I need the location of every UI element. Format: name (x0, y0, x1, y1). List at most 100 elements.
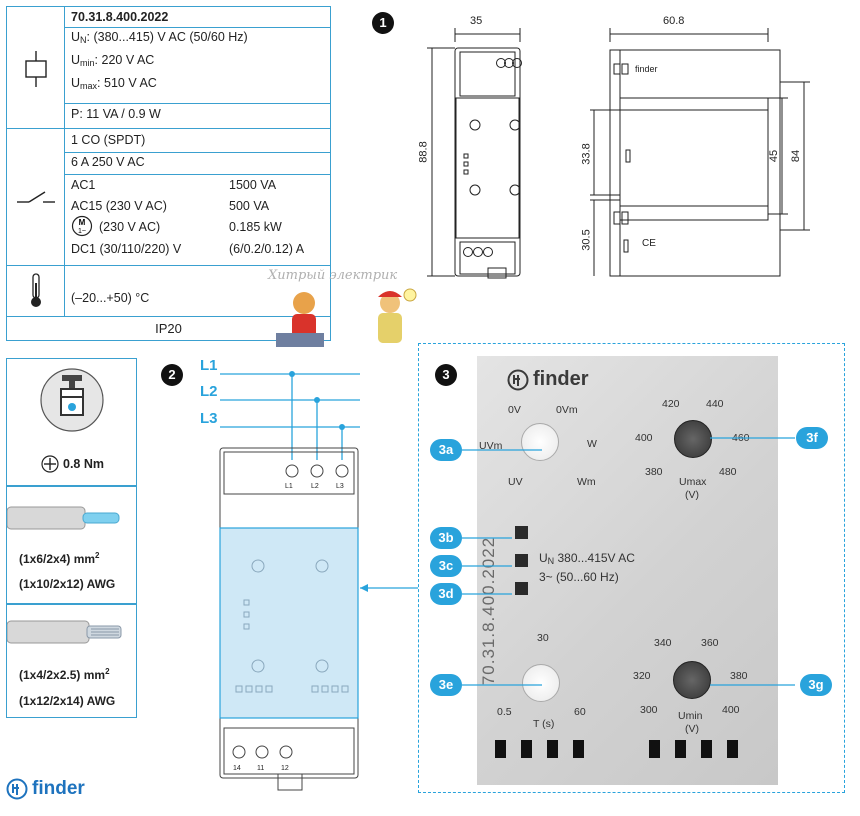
contact-icon-cell (7, 128, 65, 265)
contact-rating: 6 A 250 V AC (71, 155, 145, 169)
callout-3c: 3c (430, 555, 462, 577)
led-3d (515, 582, 528, 595)
stranded-wire-icon (7, 620, 122, 644)
photo-frequency: 3~ (50...60 Hz) (539, 570, 619, 584)
dial-f-440: 440 (706, 398, 724, 410)
callout-3f: 3f (796, 427, 828, 449)
badge-2: 2 (161, 364, 183, 386)
phase-l3-label: L3 (200, 410, 218, 427)
vent-slots-left (495, 740, 584, 758)
photo-logo-icon (507, 369, 529, 390)
callout-leaders (462, 437, 795, 686)
torque-value: 0.8 Nm (63, 457, 104, 471)
svg-text:1~: 1~ (78, 228, 86, 235)
wire1-awg: (1x10/2x12) AWG (19, 577, 116, 591)
screw-terminal-icon (40, 368, 104, 432)
dial-f-label: Umax (679, 476, 707, 488)
time-delay-dial[interactable] (522, 664, 560, 702)
temperature-range: (–20...+50) °C (71, 291, 150, 305)
dial-g-label: Umin (678, 710, 703, 722)
coil-icon-cell (7, 7, 65, 128)
cartoon-electricians-image (276, 288, 417, 347)
led-3b (515, 526, 528, 539)
callout-3e: 3e (430, 674, 462, 696)
wire2-awg: (1x12/2x14) AWG (19, 694, 116, 708)
wiring-diagram (219, 371, 418, 791)
badge-3: 3 (435, 364, 457, 386)
power-consumption: P: 11 VA / 0.9 W (71, 107, 161, 121)
ac1-value: 1500 VA (229, 178, 277, 192)
photo-rated-voltage: UN 380...415V AC (539, 551, 635, 566)
dial-g-400: 400 (722, 704, 740, 716)
phase-l1-label: L1 (200, 357, 218, 374)
terminal-l3: L3 (336, 483, 344, 490)
umax-dial[interactable] (674, 420, 712, 458)
torque-box: 0.8 Nm (6, 358, 137, 486)
dim-height-45: 45 (768, 149, 781, 163)
photo-panel-frame (418, 343, 845, 793)
wire1-mm: (1x6/2x4) mm2 (19, 551, 100, 566)
dial-a-wm: Wm (577, 476, 596, 488)
stranded-wire-box: (1x4/2x2.5) mm2 (1x12/2x14) AWG (6, 604, 137, 718)
dim-height-84: 84 (790, 149, 803, 163)
thermometer-icon-cell (7, 265, 65, 316)
solid-wire-icon (7, 506, 120, 530)
dial-a-uv: UV (508, 476, 523, 488)
dial-f-380: 380 (645, 466, 663, 478)
dial-g-320: 320 (633, 670, 651, 682)
contact-icon (17, 191, 55, 203)
svg-text:CE: CE (642, 238, 656, 249)
function-selector-dial[interactable] (521, 423, 559, 461)
dial-f-420: 420 (662, 398, 680, 410)
dial-f-unit: (V) (685, 489, 699, 501)
dimension-drawing: finder CE (427, 28, 810, 279)
dial-f-400: 400 (635, 432, 653, 444)
dial-a-uvm: UVm (479, 440, 503, 452)
thermometer-icon (31, 273, 41, 307)
dim-width-side: 60.8 (663, 15, 685, 27)
motor-label: (230 V AC) (99, 220, 161, 234)
phillips-screw-icon (41, 455, 59, 473)
coil-icon (25, 51, 47, 87)
phase-l2-label: L2 (200, 383, 218, 400)
contact-config: 1 CO (SPDT) (71, 133, 146, 147)
callout-3g: 3g (800, 674, 832, 696)
ac15-value: 500 VA (229, 199, 270, 213)
dial-e-30: 30 (537, 632, 549, 644)
max-voltage: Umax: 510 V AC (71, 76, 157, 91)
motor-icon: M 1~ (71, 215, 93, 237)
callout-3b: 3b (430, 527, 462, 549)
dial-e-label: T (s) (533, 718, 555, 730)
dial-a-0vm: 0Vm (556, 404, 578, 416)
ac1-label: AC1 (71, 178, 96, 192)
dial-g-380: 380 (730, 670, 748, 682)
rated-voltage: UN: (380...415) V AC (50/60 Hz) (71, 30, 248, 45)
ac15-label: AC15 (230 V AC) (71, 199, 167, 213)
model-number: 70.31.8.400.2022 (71, 10, 169, 24)
min-voltage: Umin: 220 V AC (71, 53, 155, 68)
vent-slots-right (649, 740, 738, 758)
finder-logo-icon (6, 778, 28, 800)
dial-e-60: 60 (574, 706, 586, 718)
motor-value: 0.185 kW (229, 220, 282, 234)
dial-g-300: 300 (640, 704, 658, 716)
dim-width-front: 35 (470, 15, 483, 27)
dial-e-05: 0.5 (497, 706, 512, 718)
dial-g-unit: (V) (685, 723, 699, 735)
badge-1: 1 (372, 12, 394, 34)
svg-text:M: M (79, 218, 86, 227)
terminal-l1: L1 (285, 483, 293, 490)
dial-f-480: 480 (719, 466, 737, 478)
dc1-value: (6/0.2/0.12) A (229, 242, 305, 256)
terminal-12: 12 (281, 765, 289, 772)
ip-rating: IP20 (155, 321, 182, 336)
terminal-14: 14 (233, 765, 241, 772)
dial-g-340: 340 (654, 637, 672, 649)
solid-wire-box: (1x6/2x4) mm2 (1x10/2x12) AWG (6, 486, 137, 604)
dial-g-360: 360 (701, 637, 719, 649)
dial-a-w: W (587, 438, 597, 450)
finder-logo: finder (6, 778, 85, 800)
relay-front-photo: finder 0V 0Vm UVm W UV Wm 420 440 400 46… (477, 356, 778, 785)
dim-height-top: 33.8 (580, 143, 593, 165)
umin-dial[interactable] (673, 661, 711, 699)
